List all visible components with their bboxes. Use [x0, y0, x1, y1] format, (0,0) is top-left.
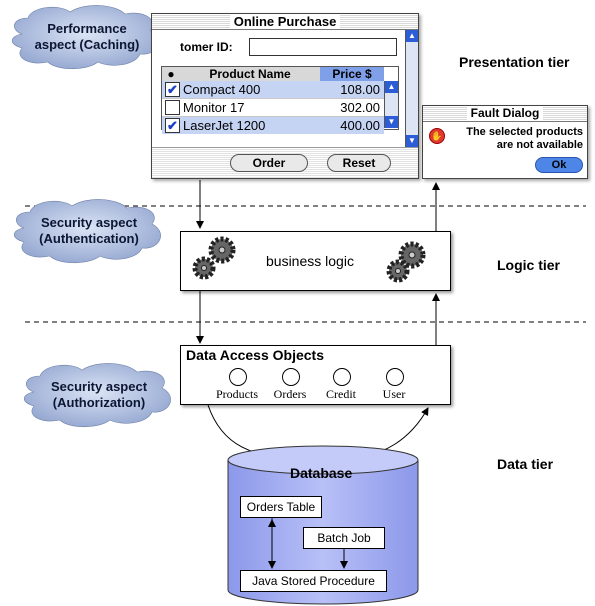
dao-box: Data Access Objects Products Orders Cred… [180, 345, 451, 405]
user-circle-icon [386, 368, 404, 386]
products-circle-icon [229, 368, 247, 386]
fault-message-line2: are not available [496, 139, 583, 151]
fault-message: The selected products are not available [448, 126, 583, 152]
logic-tier-label: Logic tier [497, 257, 561, 273]
button-bar: Order Reset [152, 147, 418, 178]
reset-button[interactable]: Reset [327, 154, 391, 172]
product-price: 400.00 [340, 118, 380, 133]
batch-job-box: Batch Job [303, 527, 385, 549]
caching-aspect-label: Performance aspect (Caching) [34, 21, 140, 52]
table-scrollbar[interactable]: ▲ ▼ [384, 81, 398, 128]
credit-circle-icon [333, 368, 351, 386]
product-name: Monitor 17 [183, 100, 245, 115]
stop-icon: ✋ [429, 128, 445, 144]
table-row[interactable]: ✔ Compact 400 108.00 [162, 81, 384, 99]
customer-id-label: tomer ID: [180, 40, 233, 54]
row-checkbox[interactable]: ✔ [165, 118, 180, 133]
data-tier-label: Data tier [497, 456, 554, 472]
gear-icon-right [386, 241, 426, 283]
window-title-bar: Online Purchase [152, 14, 418, 30]
table-scroll-up-icon[interactable]: ▲ [385, 81, 398, 93]
presentation-tier-label: Presentation tier [459, 54, 570, 70]
dao-item-credit: Credit [326, 387, 356, 401]
window-scrollbar[interactable]: ▲ ▼ [405, 30, 418, 147]
customer-id-input[interactable] [249, 38, 397, 56]
business-logic-label: business logic [266, 253, 354, 269]
table-row[interactable]: ✔ LaserJet 1200 400.00 [162, 117, 384, 134]
fault-dialog: Fault Dialog ✋ The selected products are… [422, 105, 588, 179]
fault-dialog-title-bar: Fault Dialog [423, 106, 587, 122]
column-header-price[interactable]: Price $ [320, 67, 384, 81]
orders-circle-icon [282, 368, 300, 386]
fault-dialog-title: Fault Dialog [466, 106, 544, 120]
column-header-select[interactable]: ● [162, 67, 180, 81]
product-name: Compact 400 [183, 82, 261, 97]
row-checkbox[interactable]: ✔ [165, 82, 180, 97]
database-title: Database [290, 465, 353, 481]
table-scroll-down-icon[interactable]: ▼ [385, 116, 398, 128]
column-header-product[interactable]: Product Name [180, 67, 320, 81]
orders-table-box: Orders Table [240, 496, 322, 518]
window-scroll-up-icon[interactable]: ▲ [406, 30, 418, 42]
cloud-authorization-shape [23, 363, 171, 428]
cloud-authentication-shape [13, 199, 161, 264]
database-cylinder-top [227, 445, 419, 475]
business-logic-box [180, 231, 451, 291]
stored-procedure-box: Java Stored Procedure [240, 570, 387, 592]
ok-button[interactable]: Ok [535, 157, 583, 173]
product-name: LaserJet 1200 [183, 118, 266, 133]
window-scroll-down-icon[interactable]: ▼ [406, 135, 418, 147]
dao-item-products: Products [216, 387, 258, 401]
product-table: ● Product Name Price $ ✔ Compact 400 108… [161, 66, 399, 134]
dao-item-orders: Orders [273, 387, 307, 401]
dao-title: Data Access Objects [186, 347, 324, 363]
gear-icon-left [192, 236, 236, 280]
dao-item-user: User [382, 387, 406, 401]
row-checkbox[interactable] [165, 100, 180, 115]
authorization-aspect-label: Security aspect (Authorization) [50, 379, 148, 410]
order-button[interactable]: Order [230, 154, 308, 172]
product-price: 108.00 [340, 82, 380, 97]
product-price: 302.00 [340, 100, 380, 115]
authentication-aspect-label: Security aspect (Authentication) [39, 215, 139, 246]
window-title: Online Purchase [229, 14, 341, 29]
fault-message-line1: The selected products [466, 126, 583, 138]
table-row[interactable]: Monitor 17 302.00 [162, 99, 384, 117]
online-purchase-window: Online Purchase tomer ID: ● Product Name… [151, 13, 419, 179]
